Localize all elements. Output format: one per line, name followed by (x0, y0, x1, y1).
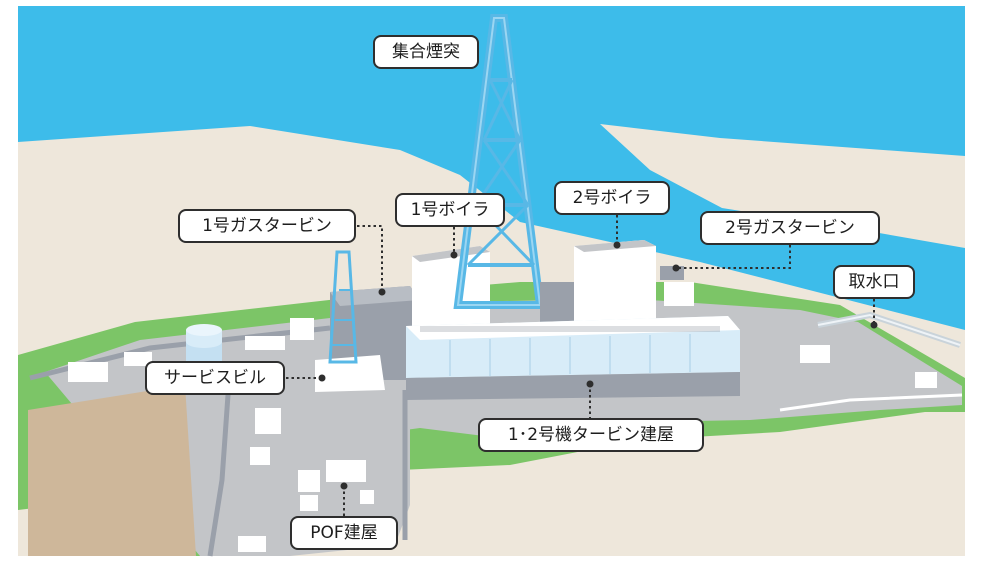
annex-block (540, 282, 574, 322)
label-gas-turbine-2: 2号ガスタービン (700, 211, 880, 245)
leader-dots (318, 241, 878, 490)
gas-turbine-2-housing (664, 282, 694, 306)
label-gas-turbine-1: 1号ガスタービン (178, 209, 356, 243)
yard-building (290, 318, 314, 340)
label-service-building: サービスビル (145, 361, 285, 395)
yard-building (298, 470, 320, 492)
label-boiler-2: 2号ボイラ (554, 181, 670, 215)
turbine-building (406, 316, 740, 400)
leader-lines (286, 215, 875, 516)
boiler-2 (574, 240, 656, 336)
yard-building (250, 447, 270, 465)
yard-building (300, 495, 318, 511)
intake-channel-edge (817, 313, 961, 346)
leader-gt2 (676, 245, 791, 269)
label-pof-building: POF建屋 (290, 516, 398, 550)
road-east (779, 393, 963, 412)
label-stack: 集合煙突 (373, 35, 479, 69)
yard-buildings (68, 318, 937, 552)
service-building (315, 355, 385, 392)
yard-building (915, 372, 937, 388)
yard-building (238, 536, 266, 552)
label-water-intake: 取水口 (833, 265, 915, 299)
label-turbine-building: 1･2号機タービン建屋 (478, 418, 704, 452)
yard-building (255, 408, 281, 434)
field-lower-left (28, 385, 196, 556)
yard-building (360, 490, 374, 504)
yard-building (68, 362, 108, 382)
service-tower (328, 250, 358, 364)
yard-building (124, 352, 152, 366)
label-boiler-1: 1号ボイラ (395, 193, 505, 227)
boiler-1 (412, 246, 490, 340)
yard-building (800, 345, 830, 363)
yard-building (326, 460, 366, 482)
yard-building (245, 336, 285, 350)
